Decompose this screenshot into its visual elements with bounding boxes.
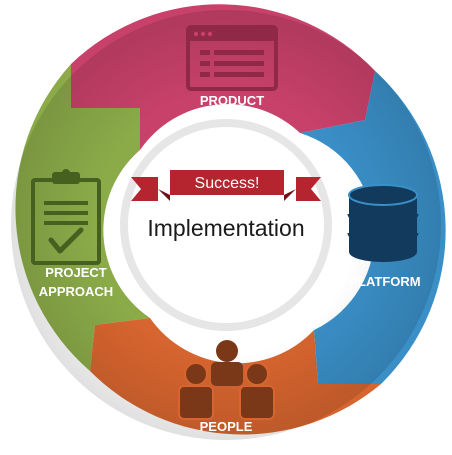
success-banner: Success!	[131, 170, 321, 201]
clipboard-check-icon	[31, 169, 101, 265]
label-project-line1: PROJECT	[45, 265, 106, 280]
label-platform: PLATFORM	[349, 274, 420, 289]
label-product: PRODUCT	[200, 93, 264, 108]
banner-fold-right	[284, 189, 296, 201]
center-title: Implementation	[147, 215, 304, 241]
banner-fold-left	[158, 189, 170, 201]
database-icon	[347, 184, 419, 262]
banner-body	[170, 170, 284, 195]
label-people: PEOPLE	[200, 419, 253, 434]
label-project-line2: APPROACH	[39, 284, 113, 299]
browser-window-icon	[186, 25, 278, 91]
banner-tail-right	[296, 177, 321, 201]
banner-tail-left	[131, 177, 158, 201]
people-group-icon	[178, 340, 275, 420]
banner-text: Success!	[195, 175, 260, 192]
